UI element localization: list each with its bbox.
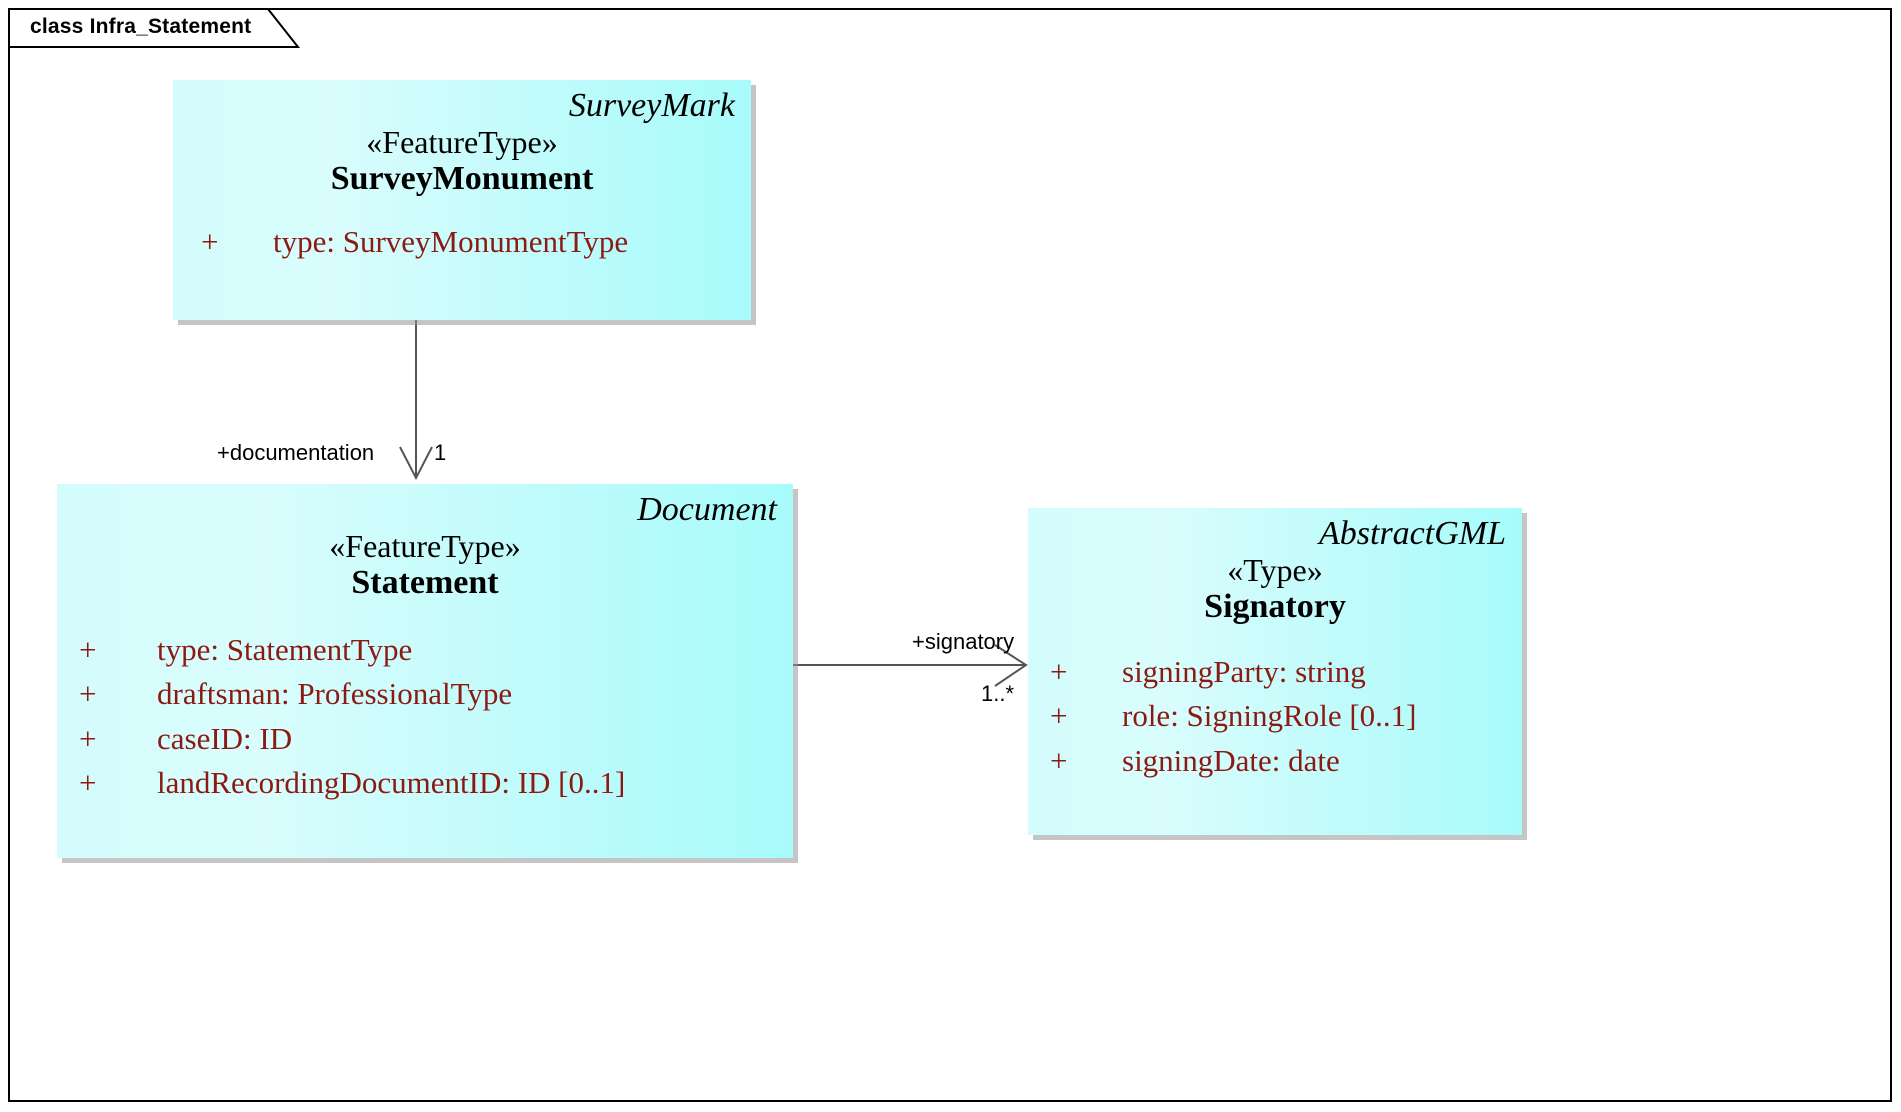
association-multiplicity-documentation: 1 — [434, 440, 447, 465]
attribute-visibility: + — [1050, 698, 1068, 734]
attribute-visibility: + — [201, 223, 219, 259]
attribute-text: signingParty: string — [1122, 653, 1366, 689]
attribute-list-survey-monument: + type: SurveyMonumentType — [173, 220, 751, 264]
attribute-row: + signingParty: string — [1040, 650, 1522, 694]
attribute-visibility: + — [79, 764, 97, 800]
association-multiplicity-signatory: 1..* — [981, 681, 1015, 706]
attribute-visibility: + — [79, 631, 97, 667]
association-label-signatory: +signatory — [912, 629, 1015, 654]
class-box-statement[interactable]: Document «FeatureType» Statement + type:… — [57, 484, 793, 858]
class-name-statement: Statement — [351, 563, 499, 601]
attribute-visibility: + — [79, 720, 97, 756]
attribute-visibility: + — [1050, 653, 1068, 689]
attribute-text: draftsman: ProfessionalType — [157, 676, 513, 712]
attribute-text: type: SurveyMonumentType — [273, 223, 629, 259]
class-stereotype-signatory: «Type» — [1227, 551, 1323, 588]
attribute-text: signingDate: date — [1122, 742, 1340, 778]
attribute-text: role: SigningRole [0..1] — [1122, 698, 1417, 734]
class-package-signatory: AbstractGML — [1319, 515, 1506, 552]
diagram-frame-label: class Infra_Statement — [30, 15, 252, 38]
attribute-row: + role: SigningRole [0..1] — [1040, 694, 1522, 738]
attribute-row: + type: SurveyMonumentType — [191, 220, 751, 264]
class-name-signatory: Signatory — [1204, 587, 1346, 625]
attribute-text: type: StatementType — [157, 631, 413, 667]
attribute-list-signatory: + signingParty: string + role: SigningRo… — [1028, 650, 1522, 783]
attribute-list-statement: + type: StatementType + draftsman: Profe… — [57, 628, 793, 805]
attribute-visibility: + — [1050, 742, 1068, 778]
class-box-survey-monument[interactable]: SurveyMark «FeatureType» SurveyMonument … — [173, 80, 751, 320]
class-name-survey-monument: SurveyMonument — [330, 159, 594, 197]
attribute-row: + signingDate: date — [1040, 739, 1522, 783]
attribute-row: + draftsman: ProfessionalType — [69, 672, 793, 716]
attribute-row: + caseID: ID — [69, 717, 793, 761]
attribute-text: landRecordingDocumentID: ID [0..1] — [157, 764, 626, 800]
attribute-visibility: + — [79, 676, 97, 712]
frame-tab-shape-icon — [8, 8, 301, 48]
class-box-signatory[interactable]: AbstractGML «Type» Signatory + signingPa… — [1028, 508, 1522, 835]
attribute-text: caseID: ID — [157, 720, 293, 756]
attribute-row: + landRecordingDocumentID: ID [0..1] — [69, 761, 793, 805]
class-package-survey-monument: SurveyMark — [568, 87, 735, 124]
class-stereotype-survey-monument: «FeatureType» — [366, 123, 558, 160]
diagram-frame-border — [8, 8, 1892, 1102]
class-package-statement: Document — [637, 491, 777, 528]
attribute-row: + type: StatementType — [69, 628, 793, 672]
association-label-documentation: +documentation — [217, 440, 375, 465]
class-stereotype-statement: «FeatureType» — [329, 527, 521, 564]
